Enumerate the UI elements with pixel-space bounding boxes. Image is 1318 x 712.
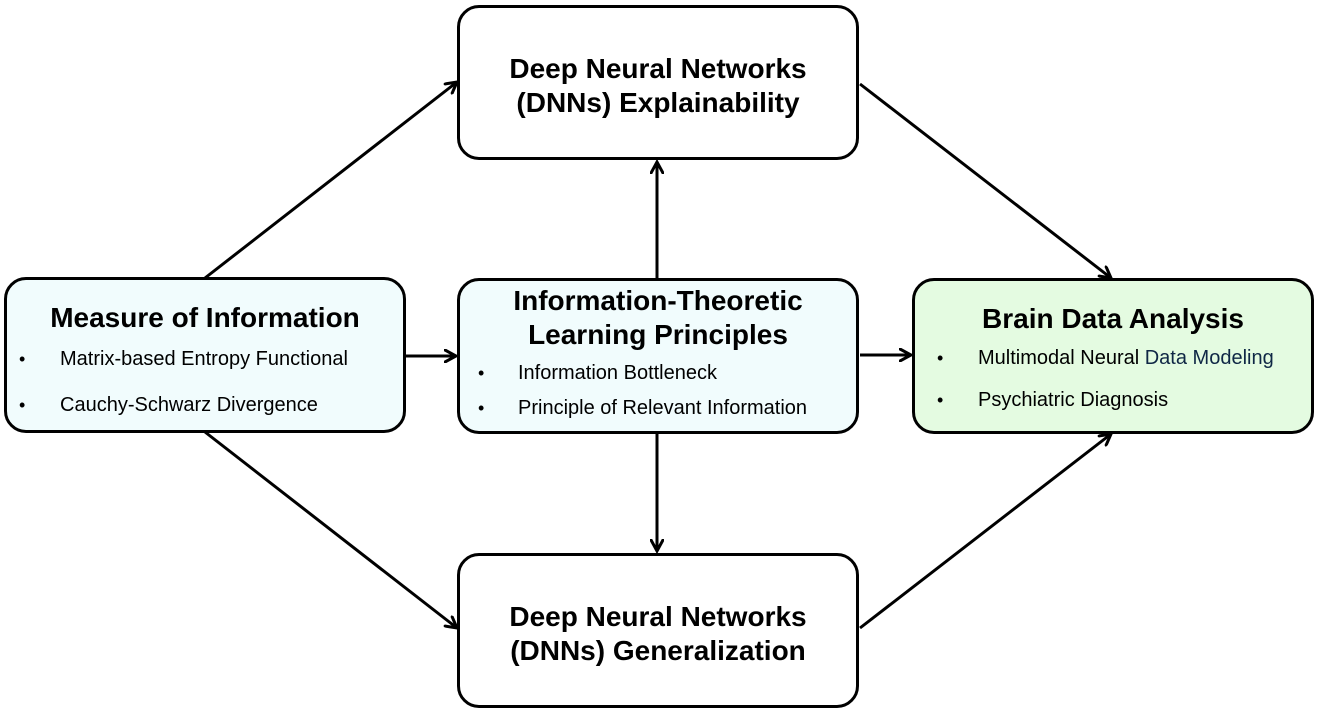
node-brain-data-analysis-title: Brain Data Analysis — [982, 303, 1244, 334]
node-learning-principles-title-line1: Information-Theoretic — [513, 285, 803, 316]
arrow-generalization-to-brain — [859, 434, 1111, 630]
node-measure-of-information-title: Measure of Information — [50, 302, 360, 333]
principles-bullet-text: Information Bottleneck — [518, 362, 717, 384]
node-brain-data-analysis: Brain Data Analysis • Multimodal Neural … — [912, 278, 1314, 434]
measure-bullet-text: Matrix-based Entropy Functional — [60, 348, 348, 370]
bullet-dot-icon: • — [19, 349, 26, 369]
node-dnn-explainability: Deep Neural Networks (DNNs) Explainabili… — [457, 5, 859, 160]
brain-bullet-text-part2: Data Modeling — [1144, 347, 1274, 369]
measure-bullet-item: • Matrix-based Entropy Functional — [7, 346, 403, 372]
principles-bullet-item: • Principle of Relevant Information — [460, 395, 856, 421]
node-dnn-explainability-title-line1: Deep Neural Networks — [509, 53, 807, 84]
measure-bullet-item: • Cauchy-Schwarz Divergence — [7, 392, 403, 418]
brain-bullet-item: • Psychiatric Diagnosis — [915, 387, 1311, 413]
node-dnn-generalization-title: Deep Neural Networks (DNNs) Generalizati… — [460, 600, 856, 668]
bullet-dot-icon: • — [937, 390, 944, 410]
bullet-dot-icon: • — [478, 363, 485, 383]
node-dnn-explainability-title: Deep Neural Networks (DNNs) Explainabili… — [460, 52, 856, 120]
bullet-dot-icon: • — [478, 398, 485, 418]
principles-bullet-item: • Information Bottleneck — [460, 360, 856, 386]
arrow-measure-to-explainability — [204, 82, 457, 280]
node-dnn-explainability-title-line2: (DNNs) Explainability — [516, 87, 800, 118]
node-learning-principles-title: Information-Theoretic Learning Principle… — [460, 284, 856, 352]
measure-bullet-text: Cauchy-Schwarz Divergence — [60, 394, 318, 416]
arrow-measure-to-generalization — [204, 430, 457, 628]
bullet-dot-icon: • — [19, 395, 26, 415]
node-dnn-generalization-title-line1: Deep Neural Networks — [509, 601, 807, 632]
arrow-explainability-to-brain — [859, 82, 1111, 278]
node-measure-of-information: Measure of Information • Matrix-based En… — [4, 277, 406, 433]
principles-bullet-text: Principle of Relevant Information — [518, 397, 808, 419]
brain-bullet-item: • Multimodal Neural Data Modeling — [915, 345, 1311, 371]
node-learning-principles-title-line2: Learning Principles — [528, 319, 788, 350]
node-learning-principles: Information-Theoretic Learning Principle… — [457, 278, 859, 434]
brain-bullet-text-part1: Multimodal Neural — [978, 347, 1145, 369]
bullet-dot-icon: • — [937, 348, 944, 368]
node-dnn-generalization-title-line2: (DNNs) Generalization — [510, 635, 806, 666]
brain-bullet-text: Psychiatric Diagnosis — [978, 389, 1169, 411]
node-dnn-generalization: Deep Neural Networks (DNNs) Generalizati… — [457, 553, 859, 708]
brain-bullet-text: Multimodal Neural Data Modeling — [978, 345, 1274, 371]
